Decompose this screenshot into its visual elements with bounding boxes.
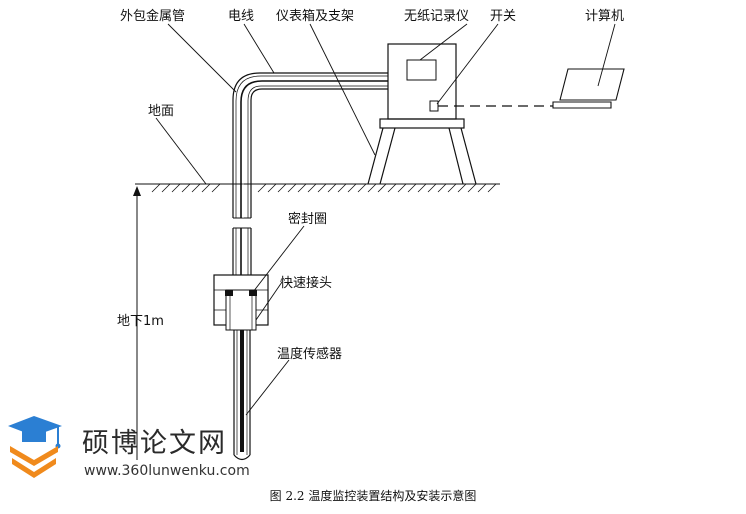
wire [240, 80, 388, 218]
lower-pipe-segment [232, 227, 252, 275]
temperature-sensor-probe [233, 330, 251, 461]
label-outer-pipe: 外包金属管 [120, 8, 185, 24]
figure-caption: 图 2.2 温度监控装置结构及安装示意图 [270, 488, 477, 503]
label-seal: 密封圈 [288, 211, 327, 227]
switch-icon [429, 100, 439, 112]
label-switch: 开关 [490, 9, 516, 24]
quick-connector [213, 274, 269, 331]
graduation-cap-icon [8, 416, 62, 478]
label-depth: 地下1m [117, 314, 164, 329]
label-recorder: 无纸记录仪 [404, 9, 469, 24]
watermark-url: www.360lunwenku.com [84, 463, 250, 479]
computer-laptop [552, 68, 625, 109]
depth-dimension [133, 186, 141, 460]
ground-surface [135, 183, 500, 193]
instrument-box [387, 43, 457, 120]
watermark: 硕博论文网 www.360lunwenku.com [8, 416, 250, 479]
label-ground: 地面 [148, 104, 174, 119]
label-quick-connector: 快速接头 [280, 275, 332, 291]
label-wire: 电线 [228, 9, 254, 24]
label-box-stand: 仪表箱及支架 [276, 8, 354, 24]
watermark-name: 硕博论文网 [82, 428, 227, 459]
leader-lines [155, 23, 616, 416]
seal-ring [225, 290, 257, 296]
recorder-display [406, 59, 437, 81]
stand [367, 118, 477, 185]
labels: 外包金属管 电线 仪表箱及支架 无纸记录仪 开关 计算机 地面 密封圈 快速接头… [117, 8, 624, 362]
outer-metal-pipe [232, 72, 388, 219]
label-computer: 计算机 [585, 9, 624, 24]
label-sensor: 温度传感器 [277, 346, 342, 362]
